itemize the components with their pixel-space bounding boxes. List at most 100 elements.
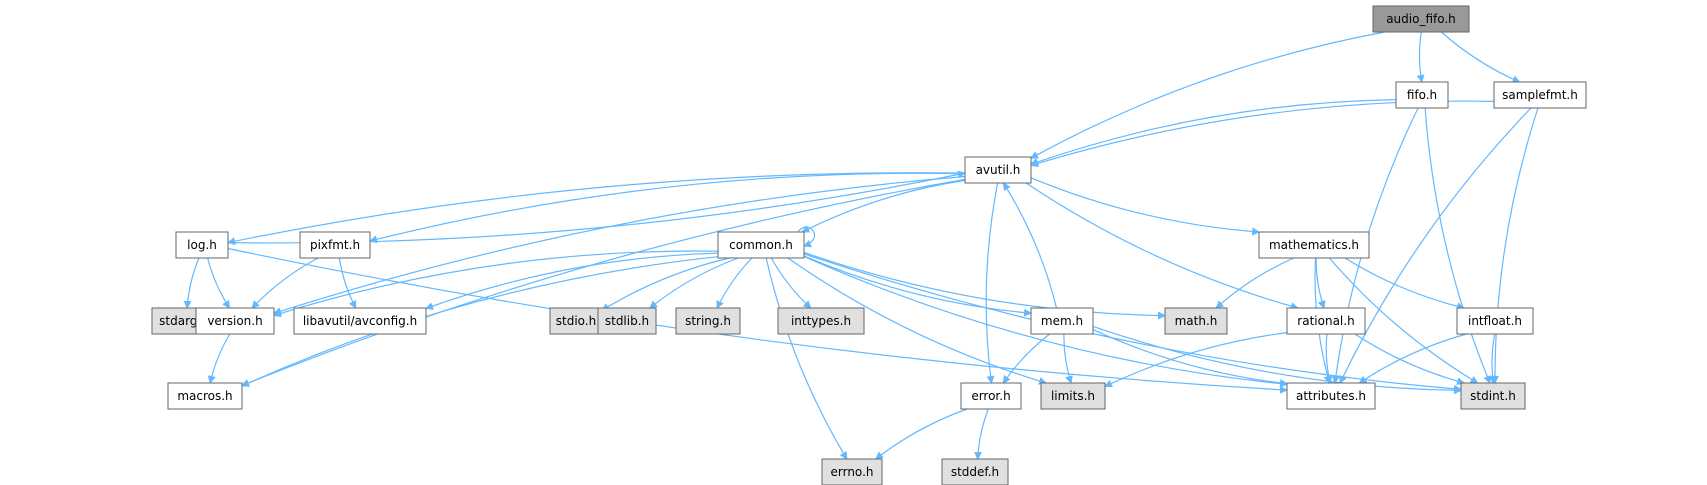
node-label-avutil: avutil.h [976, 163, 1021, 177]
node-box-fifo [1395, 81, 1449, 109]
node-label-mathematics: mathematics.h [1269, 238, 1359, 252]
edge-common-to-avconfig [425, 252, 719, 310]
node-box-common [717, 231, 805, 259]
node-label-samplefmt: samplefmt.h [1502, 88, 1578, 102]
node-pixfmt[interactable]: pixfmt.h [299, 231, 371, 259]
node-math: math.h [1164, 307, 1228, 335]
nodes-layer: audio_fifo.h fifo.h samplefmt.h avutil.h log… [151, 5, 1587, 485]
edge-mem-to-error [1002, 333, 1051, 384]
edge-avutil-to-version [273, 175, 966, 315]
node-version[interactable]: version.h [195, 307, 275, 335]
edge-common-to-attributes [803, 255, 1288, 388]
edge-mem-to-attributes [1092, 329, 1288, 387]
node-label-fifo: fifo.h [1407, 88, 1437, 102]
edge-log-to-stdarg [183, 257, 200, 309]
node-box-samplefmt [1493, 81, 1587, 109]
edge-audio_fifo-to-fifo [1416, 31, 1425, 83]
node-mathematics[interactable]: mathematics.h [1258, 231, 1370, 259]
edge-mem-to-stdint [1092, 325, 1462, 395]
edge-common-to-common [797, 226, 816, 248]
node-avutil[interactable]: avutil.h [964, 156, 1032, 184]
node-label-stdint: stdint.h [1470, 389, 1516, 403]
edge-rational-to-stdint [1354, 333, 1466, 386]
node-stdio: stdio.h [549, 307, 603, 335]
edge-samplefmt-to-avutil [1030, 100, 1495, 168]
edge-common-to-stdlib [649, 257, 739, 309]
edge-mem-to-limits [1063, 333, 1073, 384]
edge-audio_fifo-to-avutil [1030, 31, 1385, 159]
edge-common-to-stdio [601, 257, 730, 311]
node-errno: errno.h [821, 458, 883, 485]
node-box-stdlib [597, 307, 657, 335]
node-label-version: version.h [207, 314, 262, 328]
edge-common-to-mem [803, 255, 1032, 317]
node-label-attributes: attributes.h [1296, 389, 1366, 403]
node-stdlib: stdlib.h [597, 307, 657, 335]
node-fifo[interactable]: fifo.h [1395, 81, 1449, 109]
node-label-log: log.h [187, 238, 217, 252]
node-label-error: error.h [971, 389, 1010, 403]
node-box-string [675, 307, 741, 335]
node-box-errno [821, 458, 883, 485]
edge-log-to-version [207, 257, 230, 309]
node-log[interactable]: log.h [175, 231, 229, 259]
edge-mathematics-to-rational [1315, 257, 1326, 309]
edge-version-to-macros [207, 333, 231, 384]
node-box-pixfmt [299, 231, 371, 259]
node-label-rational: rational.h [1297, 314, 1354, 328]
node-error[interactable]: error.h [960, 382, 1022, 410]
node-box-macros [167, 382, 243, 410]
node-audio_fifo[interactable]: audio_fifo.h [1372, 5, 1470, 33]
node-label-pixfmt: pixfmt.h [310, 238, 360, 252]
edge-avutil-to-macros [241, 178, 966, 387]
node-mem[interactable]: mem.h [1030, 307, 1094, 335]
node-box-intfloat [1456, 307, 1534, 335]
node-box-version [195, 307, 275, 335]
node-label-math: math.h [1175, 314, 1218, 328]
edge-rational-to-limits [1104, 332, 1288, 388]
edge-avutil-to-log [227, 172, 966, 246]
node-rational[interactable]: rational.h [1286, 307, 1366, 335]
edge-error-to-errno [875, 408, 968, 460]
node-intfloat[interactable]: intfloat.h [1456, 307, 1534, 335]
node-box-stdint [1460, 382, 1526, 410]
edge-common-to-math [803, 251, 1166, 320]
node-samplefmt[interactable]: samplefmt.h [1493, 81, 1587, 109]
node-limits: limits.h [1040, 382, 1106, 410]
edge-error-to-stddef [974, 408, 989, 460]
edge-samplefmt-to-attributes [1339, 107, 1532, 384]
node-box-stddef [941, 458, 1009, 485]
edge-pixfmt-to-version [251, 257, 319, 309]
node-label-mem: mem.h [1041, 314, 1083, 328]
edge-common-to-inttypes [770, 257, 812, 309]
node-box-avutil [964, 156, 1032, 184]
node-label-errno: errno.h [831, 465, 874, 479]
node-box-rational [1286, 307, 1366, 335]
edge-intfloat-to-stdint [1488, 333, 1497, 384]
node-box-avconfig [293, 307, 427, 335]
node-box-error [960, 382, 1022, 410]
node-label-inttypes: inttypes.h [791, 314, 851, 328]
edge-common-to-string [716, 257, 753, 309]
edge-fifo-to-stdint [1424, 107, 1491, 384]
node-stddef: stddef.h [941, 458, 1009, 485]
edge-fifo-to-avutil [1030, 99, 1397, 166]
node-string: string.h [675, 307, 741, 335]
edge-avutil-to-rational [1025, 182, 1299, 310]
node-attributes[interactable]: attributes.h [1286, 382, 1376, 410]
edge-log-to-attributes [227, 247, 1288, 394]
edge-samplefmt-to-stdint [1490, 107, 1539, 384]
node-avconfig[interactable]: libavutil/avconfig.h [293, 307, 427, 335]
node-common[interactable]: common.h [717, 231, 805, 259]
node-macros[interactable]: macros.h [167, 382, 243, 410]
edge-common-to-limits [787, 257, 1048, 385]
node-label-limits: limits.h [1051, 389, 1095, 403]
node-box-inttypes [777, 307, 865, 335]
node-stdint: stdint.h [1460, 382, 1526, 410]
edge-common-to-version [273, 250, 719, 318]
edge-avutil-to-common [801, 179, 966, 233]
node-box-mathematics [1258, 231, 1370, 259]
node-label-stdio: stdio.h [556, 314, 596, 328]
node-label-stddef: stddef.h [951, 465, 999, 479]
